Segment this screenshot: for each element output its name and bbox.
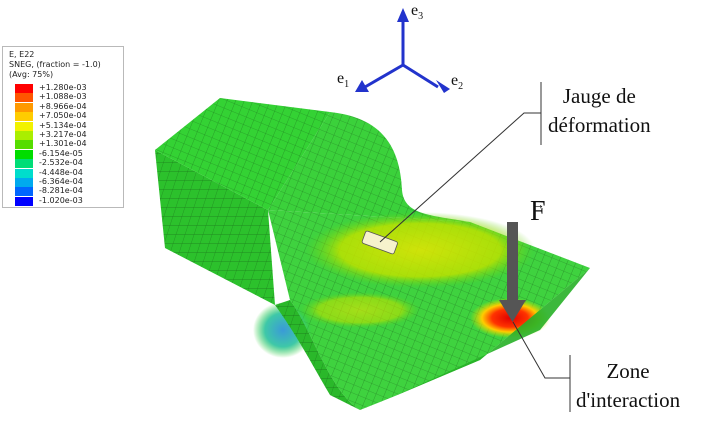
legend-swatch — [15, 149, 33, 159]
legend-value: -4.448e-04 — [39, 167, 83, 177]
legend-swatch — [15, 178, 33, 187]
legend-swatch — [15, 112, 33, 122]
legend-value: +8.966e-04 — [39, 101, 87, 111]
force-label: → F — [530, 196, 546, 227]
zone-callout: Zone d'interaction — [576, 357, 680, 415]
coordinate-triad — [355, 8, 450, 93]
legend-swatch — [15, 159, 33, 169]
strain-legend: E, E22 SNEG, (fraction = -1.0) (Avg: 75%… — [2, 46, 124, 208]
legend-swatch — [15, 196, 33, 206]
legend-value: -6.154e-05 — [39, 148, 83, 158]
gauge-callout-line2: déformation — [548, 113, 651, 137]
legend-title: E, E22 — [9, 50, 35, 59]
legend-value: +7.050e-04 — [39, 111, 87, 121]
legend-value: -8.281e-04 — [39, 186, 83, 196]
axis-label-e2: e2 — [451, 72, 464, 93]
legend-value: -6.364e-04 — [39, 177, 83, 186]
legend-value: +5.134e-04 — [39, 120, 87, 130]
legend-swatch — [15, 140, 33, 150]
strain-gauge — [361, 230, 398, 255]
legend-swatch — [15, 93, 33, 103]
force-vector-mark: → — [531, 198, 545, 213]
zone-callout-line1: Zone — [606, 359, 650, 383]
legend-swatch — [15, 131, 33, 140]
legend-swatch — [15, 121, 33, 131]
legend-swatch — [15, 187, 33, 197]
legend-value: +1.088e-03 — [39, 92, 87, 102]
yellow-strain-region — [305, 212, 535, 288]
axis-label-e3: e3 — [411, 2, 424, 23]
zone-callout-line — [512, 321, 571, 412]
legend-average: (Avg: 75%) — [9, 70, 54, 79]
legend-value: +1.280e-03 — [39, 83, 87, 92]
legend-swatch — [15, 168, 33, 178]
legend-value: +1.301e-04 — [39, 139, 87, 149]
gauge-callout-line1: Jauge de — [562, 84, 636, 108]
force-arrow — [499, 222, 526, 322]
legend-swatch — [15, 84, 33, 93]
legend-value: -1.020e-03 — [39, 195, 83, 205]
axis-label-e1: e1 — [337, 70, 350, 91]
legend-value: +3.217e-04 — [39, 130, 87, 139]
gauge-callout: Jauge de déformation — [548, 82, 651, 140]
legend-subtitle: SNEG, (fraction = -1.0) — [9, 60, 101, 69]
legend-swatch — [15, 102, 33, 112]
legend-value: -2.532e-04 — [39, 158, 83, 168]
zone-callout-line2: d'interaction — [576, 388, 681, 412]
gauge-callout-line — [379, 82, 542, 243]
